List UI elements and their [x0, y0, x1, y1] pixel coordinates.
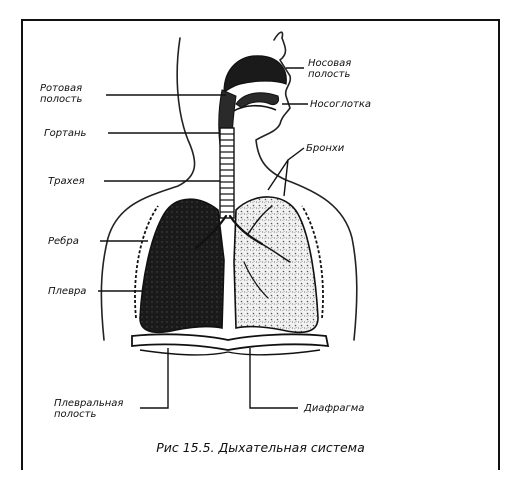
label-oral-cavity-line2: полость — [40, 94, 82, 105]
label-nasopharynx: Носоглотка — [310, 99, 371, 110]
label-larynx: Гортань — [44, 128, 86, 139]
nasal-cavity-shape — [224, 56, 286, 92]
label-nasal-cavity: Носовая полость — [308, 58, 351, 80]
label-bronchi: Бронхи — [306, 143, 344, 154]
palate-shape — [232, 106, 276, 112]
label-oral-cavity: Ротовая полость — [40, 83, 82, 105]
right-lung-light — [234, 197, 318, 332]
label-diaphragm: Диафрагма — [304, 403, 364, 414]
label-oral-cavity-line1: Ротовая — [40, 83, 82, 94]
diaphragm-edge — [140, 350, 320, 355]
left-lung-dark — [140, 199, 224, 332]
label-trachea: Трахея — [48, 176, 85, 187]
label-ribs: Ребра — [48, 236, 79, 247]
trachea-shape — [220, 128, 234, 218]
label-pleural-cavity-line2: полость — [54, 409, 123, 420]
label-pleural-cavity: Плевральная полость — [54, 398, 123, 420]
label-nasal-cavity-line1: Носовая — [308, 58, 351, 69]
label-nasal-cavity-line2: полость — [308, 69, 351, 80]
diaphragm-shape — [132, 334, 328, 350]
label-pleural-cavity-line1: Плевральная — [54, 398, 123, 409]
label-pleura: Плевра — [48, 286, 86, 297]
figure-caption: Рис 15.5. Дыхательная система — [0, 440, 521, 455]
